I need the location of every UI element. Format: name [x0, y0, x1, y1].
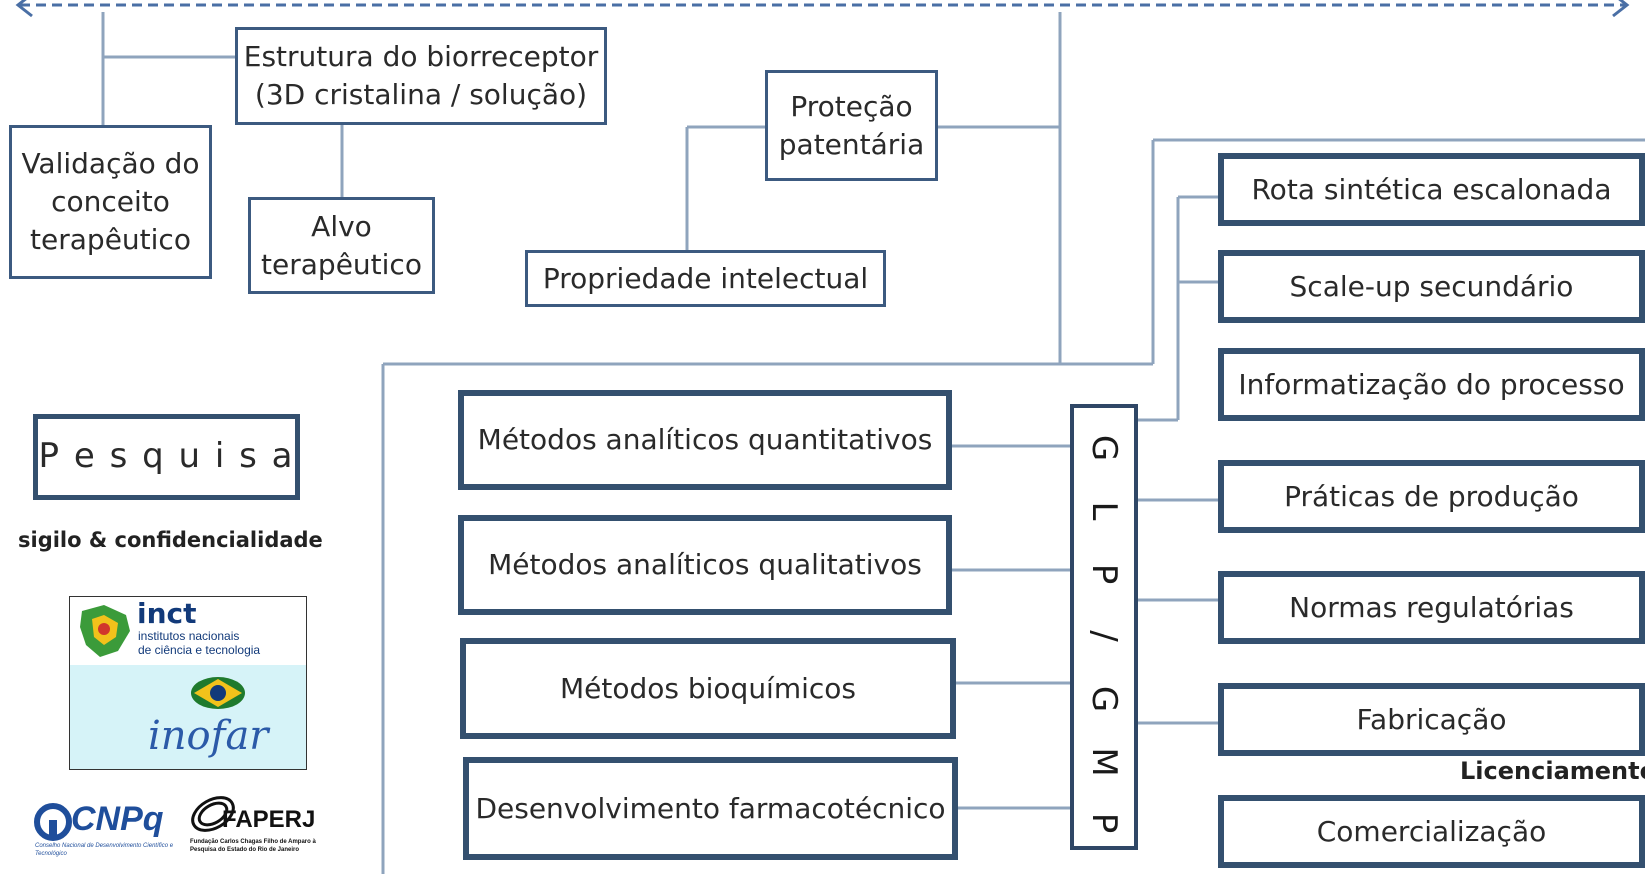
- normas-regulatorias-box: Normas regulatórias: [1218, 571, 1645, 644]
- propriedade-intelectual-text: Propriedade intelectual: [542, 261, 869, 295]
- glp-letter: P: [1084, 812, 1124, 834]
- inct-inofar-logo: inct institutos nacionais de ciência e t…: [69, 596, 307, 770]
- scale-up-box: Scale-up secundário: [1218, 250, 1645, 323]
- estrutura-biorreceptor-box: Estrutura do biorreceptor (3D cristalina…: [235, 27, 607, 125]
- validacao-conceito-text: Validação do conceito terapêutico: [21, 147, 200, 256]
- scale-up-text: Scale-up secundário: [1289, 269, 1574, 303]
- rota-sintetica-box: Rota sintética escalonada: [1218, 153, 1645, 226]
- metodos-bioquimicos-box: Métodos bioquímicos: [460, 638, 956, 739]
- glp-letter: P: [1084, 563, 1124, 585]
- cnpq-text: CNPq: [71, 800, 164, 838]
- praticas-producao-box: Práticas de produção: [1218, 460, 1645, 533]
- inofar-flag-icon: [191, 677, 245, 709]
- cnpq-subtitle: Conselho Nacional de Desenvolvimento Cie…: [35, 843, 174, 857]
- alvo-terapeutico-text: Alvo terapêutico: [261, 209, 422, 281]
- comercializacao-box: Comercialização: [1218, 795, 1645, 868]
- faperj-subtitle: Fundação Carlos Chagas Filho de Amparo à…: [190, 839, 316, 853]
- rota-sintetica-text: Rota sintética escalonada: [1251, 172, 1612, 206]
- fabricacao-text: Fabricação: [1356, 702, 1507, 736]
- pesquisa-box: P e s q u i s a: [33, 414, 300, 500]
- metodos-qualitativos-box: Métodos analíticos qualitativos: [458, 515, 952, 615]
- licenciamento-label: Licenciamento: [1460, 757, 1645, 785]
- propriedade-intelectual-box: Propriedade intelectual: [525, 250, 886, 307]
- sigilo-label: sigilo & confidencialidade: [18, 528, 323, 552]
- logo-background: [70, 665, 306, 769]
- glp-gmp-box: G L P / G M P: [1070, 404, 1138, 850]
- glp-letter: /: [1084, 630, 1124, 642]
- validacao-conceito-box: Validação do conceito terapêutico: [9, 125, 212, 279]
- informatizacao-box: Informatização do processo: [1218, 348, 1645, 421]
- faperj-emblem-icon: [191, 796, 235, 832]
- arrow-left-head: [15, 0, 33, 18]
- informatizacao-text: Informatização do processo: [1238, 367, 1625, 401]
- metodos-quantitativos-box: Métodos analíticos quantitativos: [458, 390, 952, 490]
- glp-letter: G: [1084, 434, 1124, 462]
- inofar-text: inofar: [148, 713, 269, 759]
- arrow-right-head: [1612, 0, 1630, 18]
- metodos-qualitativos-text: Métodos analíticos qualitativos: [488, 548, 922, 582]
- cnpq-emblem-icon: [34, 803, 72, 841]
- brazil-map-icon: [80, 605, 130, 657]
- protecao-patentaria-text: Proteção patentária: [778, 89, 925, 161]
- faperj-text: FAPERJ: [222, 806, 316, 833]
- estrutura-biorreceptor-text: Estrutura do biorreceptor (3D cristalina…: [243, 40, 599, 111]
- cnpq-logo: CNPq Conselho Nacional de Desenvolviment…: [33, 800, 173, 864]
- glp-letter: M: [1084, 747, 1124, 777]
- praticas-producao-text: Práticas de produção: [1284, 479, 1579, 513]
- desenvolvimento-farmacotecnico-text: Desenvolvimento farmacotécnico: [475, 791, 946, 825]
- faperj-logo: FAPERJ Fundação Carlos Chagas Filho de A…: [188, 792, 338, 862]
- glp-letter: G: [1084, 685, 1124, 713]
- desenvolvimento-farmacotecnico-box: Desenvolvimento farmacotécnico: [463, 757, 958, 860]
- glp-letter: L: [1084, 501, 1124, 521]
- pesquisa-text: P e s q u i s a: [38, 436, 295, 477]
- inct-title: inct: [137, 597, 197, 630]
- metodos-quantitativos-text: Métodos analíticos quantitativos: [477, 423, 933, 457]
- comercializacao-text: Comercialização: [1316, 814, 1547, 848]
- inct-line1: institutos nacionais: [138, 629, 240, 643]
- normas-regulatorias-text: Normas regulatórias: [1289, 590, 1574, 624]
- fabricacao-box: Fabricação: [1218, 683, 1645, 756]
- inct-line2: de ciência e tecnologia: [138, 643, 261, 657]
- protecao-patentaria-box: Proteção patentária: [765, 70, 938, 181]
- metodos-bioquimicos-text: Métodos bioquímicos: [559, 671, 857, 705]
- alvo-terapeutico-box: Alvo terapêutico: [248, 197, 435, 294]
